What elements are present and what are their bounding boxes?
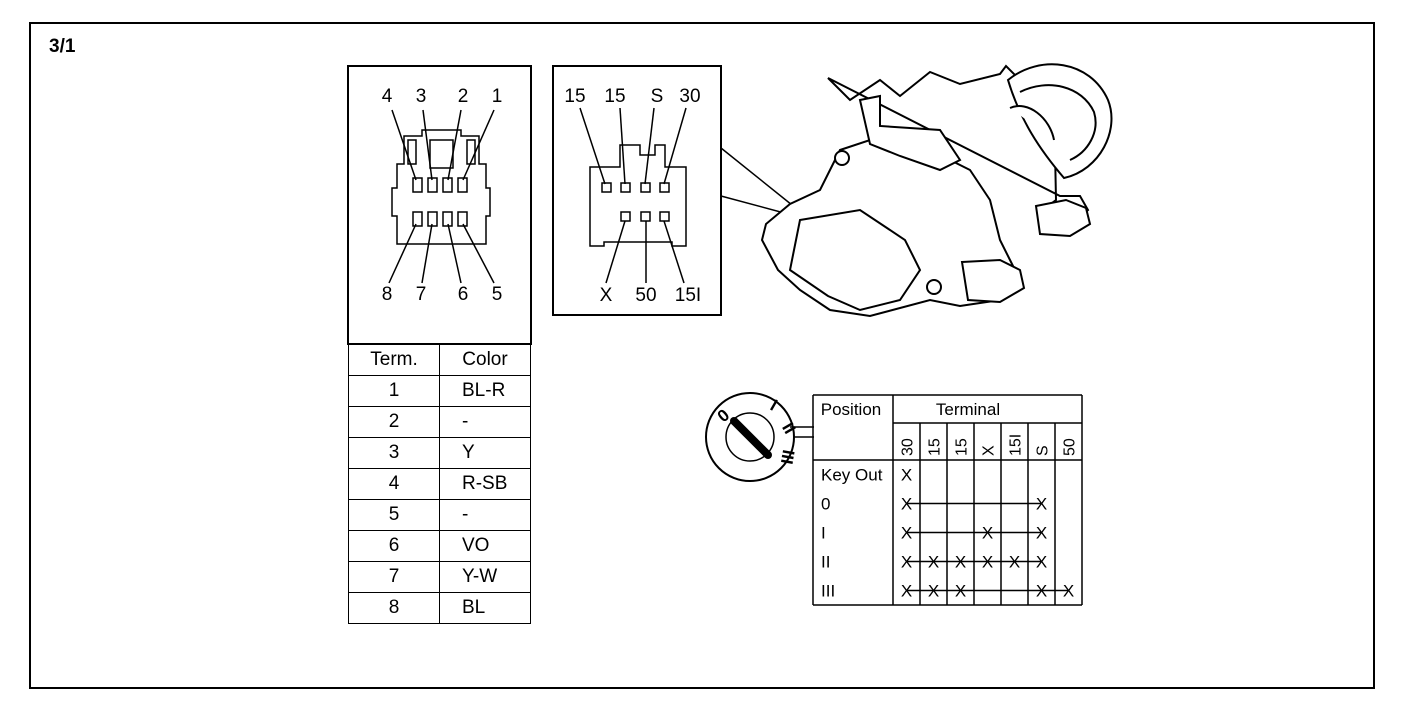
terminal-connection-mark: X: [901, 582, 912, 601]
term-cell: 1: [348, 375, 440, 407]
position-row-label: II: [821, 553, 830, 572]
connector-b-body: [589, 144, 687, 247]
position-row-label: I: [821, 524, 826, 543]
ignition-switch-illustration: [760, 63, 1113, 318]
key-dial: [705, 392, 814, 482]
term-cell: 6: [348, 530, 440, 562]
dial-position-label: III: [777, 448, 798, 465]
color-cell: R-SB: [439, 468, 531, 500]
connector-a-pin-label: 3: [416, 86, 427, 107]
terminal-connection-mark: X: [1036, 524, 1047, 543]
terminal-column-label: X: [981, 445, 998, 456]
connector-b-pin-label: 15: [604, 86, 625, 107]
connector-b-leader-lines: [579, 107, 687, 284]
table-row: 5-: [348, 499, 531, 531]
diagram-frame: [29, 22, 1375, 689]
connector-b-pin-label: 15: [564, 86, 585, 107]
connector-a-pins: [412, 177, 468, 227]
connector-a-pin-label: 4: [382, 86, 393, 107]
term-header: Term.: [348, 344, 440, 376]
position-header: Position: [821, 400, 881, 419]
connector-b-pin-label: 15I: [675, 285, 701, 306]
color-cell: BL-R: [439, 375, 531, 407]
connector-a-pin-label: 7: [416, 284, 427, 305]
term-cell: 4: [348, 468, 440, 500]
terminal-connection-mark: X: [1036, 582, 1047, 601]
terminal-connection-mark: X: [928, 582, 939, 601]
connector-a-pin-label: 6: [458, 284, 469, 305]
terminal-column-label: 30: [900, 438, 917, 456]
term-cell: 7: [348, 561, 440, 593]
terminal-connection-mark: X: [901, 553, 912, 572]
color-header: Color: [439, 344, 531, 376]
connector-a-leader-lines: [388, 109, 495, 284]
connector-a-pin-label: 2: [458, 86, 469, 107]
position-row-label: 0: [821, 495, 830, 514]
terminal-column-label: 15I: [1008, 434, 1025, 456]
connector-b-pin-label: X: [600, 285, 613, 306]
terminal-column-label: S: [1035, 445, 1052, 456]
table-row: 2-: [348, 406, 531, 438]
connector-b-pin-label: 50: [635, 285, 656, 306]
connector-a-box: [347, 65, 532, 345]
term-cell: 2: [348, 406, 440, 438]
terminal-header: Terminal: [936, 400, 1000, 419]
terminal-connection-mark: X: [955, 553, 966, 572]
terminal-connection-mark: X: [1036, 553, 1047, 572]
connector-a-body: [391, 129, 491, 245]
color-cell: Y-W: [439, 561, 531, 593]
terminal-connection-mark: X: [901, 466, 912, 485]
color-cell: VO: [439, 530, 531, 562]
terminal-connection-mark: X: [1009, 553, 1020, 572]
terminal-connection-mark: X: [1063, 582, 1074, 601]
color-cell: -: [439, 406, 531, 438]
terminal-column-label: 50: [1062, 438, 1079, 456]
terminal-column-label: 15: [954, 438, 971, 456]
terminal-connection-mark: X: [982, 524, 993, 543]
connector-b-pins: [601, 182, 670, 222]
connector-b-pin-label: S: [651, 86, 664, 107]
terminal-connection-mark: X: [955, 582, 966, 601]
connector-b-box: [552, 65, 722, 316]
terminal-connection-mark: X: [982, 553, 993, 572]
term-cell: 8: [348, 592, 440, 624]
connector-a-pin-label: 8: [382, 284, 393, 305]
terminal-column-label: 15: [927, 438, 944, 456]
terminal-connection-mark: X: [1036, 495, 1047, 514]
callout-lines: [720, 147, 793, 215]
sheet-number: 3/1: [49, 36, 76, 57]
color-cell: -: [439, 499, 531, 531]
connector-a-pin-label: 5: [492, 284, 503, 305]
color-cell: BL: [439, 592, 531, 624]
terminal-connection-mark: X: [901, 524, 912, 543]
term-cell: 3: [348, 437, 440, 469]
table-header-row: Term. Color: [348, 344, 531, 376]
terminal-connection-mark: X: [901, 495, 912, 514]
connector-a-pin-label: 1: [492, 86, 503, 107]
position-row-label: Key Out: [821, 466, 883, 485]
term-cell: 5: [348, 499, 440, 531]
position-row-label: III: [821, 582, 835, 601]
color-cell: Y: [439, 437, 531, 469]
terminal-connection-mark: X: [928, 553, 939, 572]
connector-b-pin-label: 30: [679, 86, 700, 107]
